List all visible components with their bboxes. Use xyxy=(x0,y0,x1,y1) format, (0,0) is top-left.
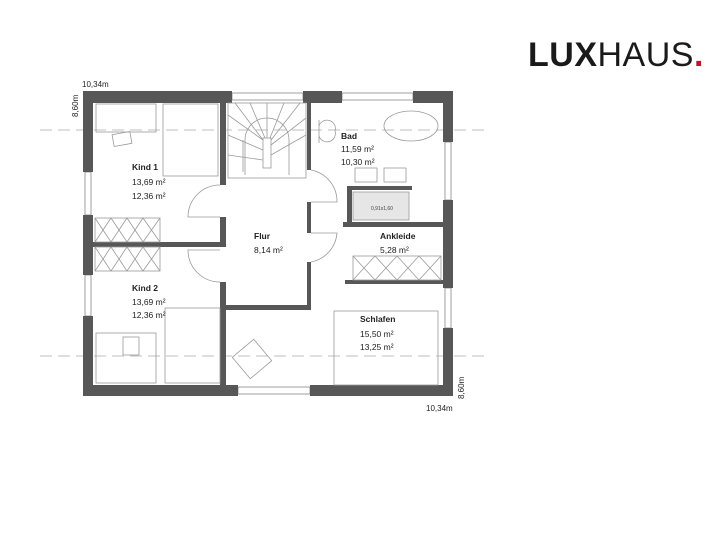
svg-text:12,36 m²: 12,36 m² xyxy=(132,310,166,320)
room-bad: Bad 11,59 m² 10,30 m² xyxy=(341,131,375,167)
room-kind-1: Kind 1 13,69 m² 12,36 m² xyxy=(132,162,166,201)
room-kind-2: Kind 2 13,69 m² 12,36 m² xyxy=(132,283,166,320)
axis-lines xyxy=(40,129,490,357)
svg-text:10,30 m²: 10,30 m² xyxy=(341,157,375,167)
furniture xyxy=(95,103,439,386)
inner-walls xyxy=(93,91,443,396)
dimension-width-bottom: 10,34m xyxy=(426,404,453,413)
outer-walls xyxy=(83,91,453,396)
svg-text:13,69 m²: 13,69 m² xyxy=(132,297,166,307)
wardrobes xyxy=(94,217,442,281)
staircase xyxy=(227,102,307,179)
dimension-height-left: 8,60m xyxy=(71,94,80,117)
svg-text:Ankleide: Ankleide xyxy=(380,231,416,241)
svg-text:Kind 1: Kind 1 xyxy=(132,162,158,172)
svg-text:Bad: Bad xyxy=(341,131,357,141)
dimension-width-top: 10,34m xyxy=(82,80,109,89)
svg-text:13,69 m²: 13,69 m² xyxy=(132,177,166,187)
svg-text:15,50 m²: 15,50 m² xyxy=(360,329,394,339)
svg-text:13,25 m²: 13,25 m² xyxy=(360,342,394,352)
doors xyxy=(187,169,338,283)
svg-text:8,14 m²: 8,14 m² xyxy=(254,245,283,255)
room-schlafen: Schlafen 15,50 m² 13,25 m² xyxy=(360,314,395,352)
svg-text:11,59 m²: 11,59 m² xyxy=(341,144,374,154)
room-flur: Flur 8,14 m² xyxy=(254,231,283,255)
shower-label: 0,91x1,60 xyxy=(371,206,393,212)
dimension-height-right: 8,60m xyxy=(457,376,466,399)
luxhaus-logo: LUXHAUS. xyxy=(528,36,704,74)
svg-text:Kind 2: Kind 2 xyxy=(132,283,158,293)
svg-text:12,36 m²: 12,36 m² xyxy=(132,191,166,201)
svg-text:Flur: Flur xyxy=(254,231,271,241)
svg-text:5,28 m²: 5,28 m² xyxy=(380,245,409,255)
room-ankleide: Ankleide 5,28 m² xyxy=(380,231,416,255)
svg-text:Schlafen: Schlafen xyxy=(360,314,395,324)
